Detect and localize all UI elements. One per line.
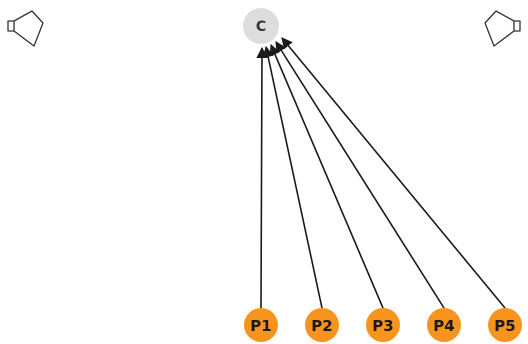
peer-node-label: P1 <box>250 317 271 335</box>
peer-node-p5[interactable]: P5 <box>488 308 522 342</box>
peer-node-label: P5 <box>494 317 515 335</box>
peer-node-circle <box>427 308 461 342</box>
peer-node-circle <box>244 308 278 342</box>
edge-p2-to-c <box>262 45 323 309</box>
edges-group <box>256 37 506 309</box>
peer-node-p3[interactable]: P3 <box>366 308 400 342</box>
peer-node-circle <box>366 308 400 342</box>
peer-node-circle <box>488 308 522 342</box>
edge-p3-to-c <box>269 43 384 309</box>
peer-node-p4[interactable]: P4 <box>427 308 461 342</box>
left-speaker-icon <box>7 10 44 47</box>
peer-node-p1[interactable]: P1 <box>244 308 278 342</box>
edge-p1-to-c <box>256 46 268 309</box>
right-speaker-icon <box>484 10 521 47</box>
peer-node-label: P4 <box>433 317 454 335</box>
center-node-label: C <box>256 19 266 35</box>
peer-node-p2[interactable]: P2 <box>305 308 339 342</box>
edge-p4-to-c <box>275 41 445 309</box>
peer-node-label: P2 <box>311 317 332 335</box>
peers-group: P1 P2 P3 P4 P5 <box>244 308 522 342</box>
center-node[interactable]: C <box>243 8 279 44</box>
peer-node-label: P3 <box>372 317 393 335</box>
peer-node-circle <box>305 308 339 342</box>
edge-p5-to-c <box>281 37 506 309</box>
